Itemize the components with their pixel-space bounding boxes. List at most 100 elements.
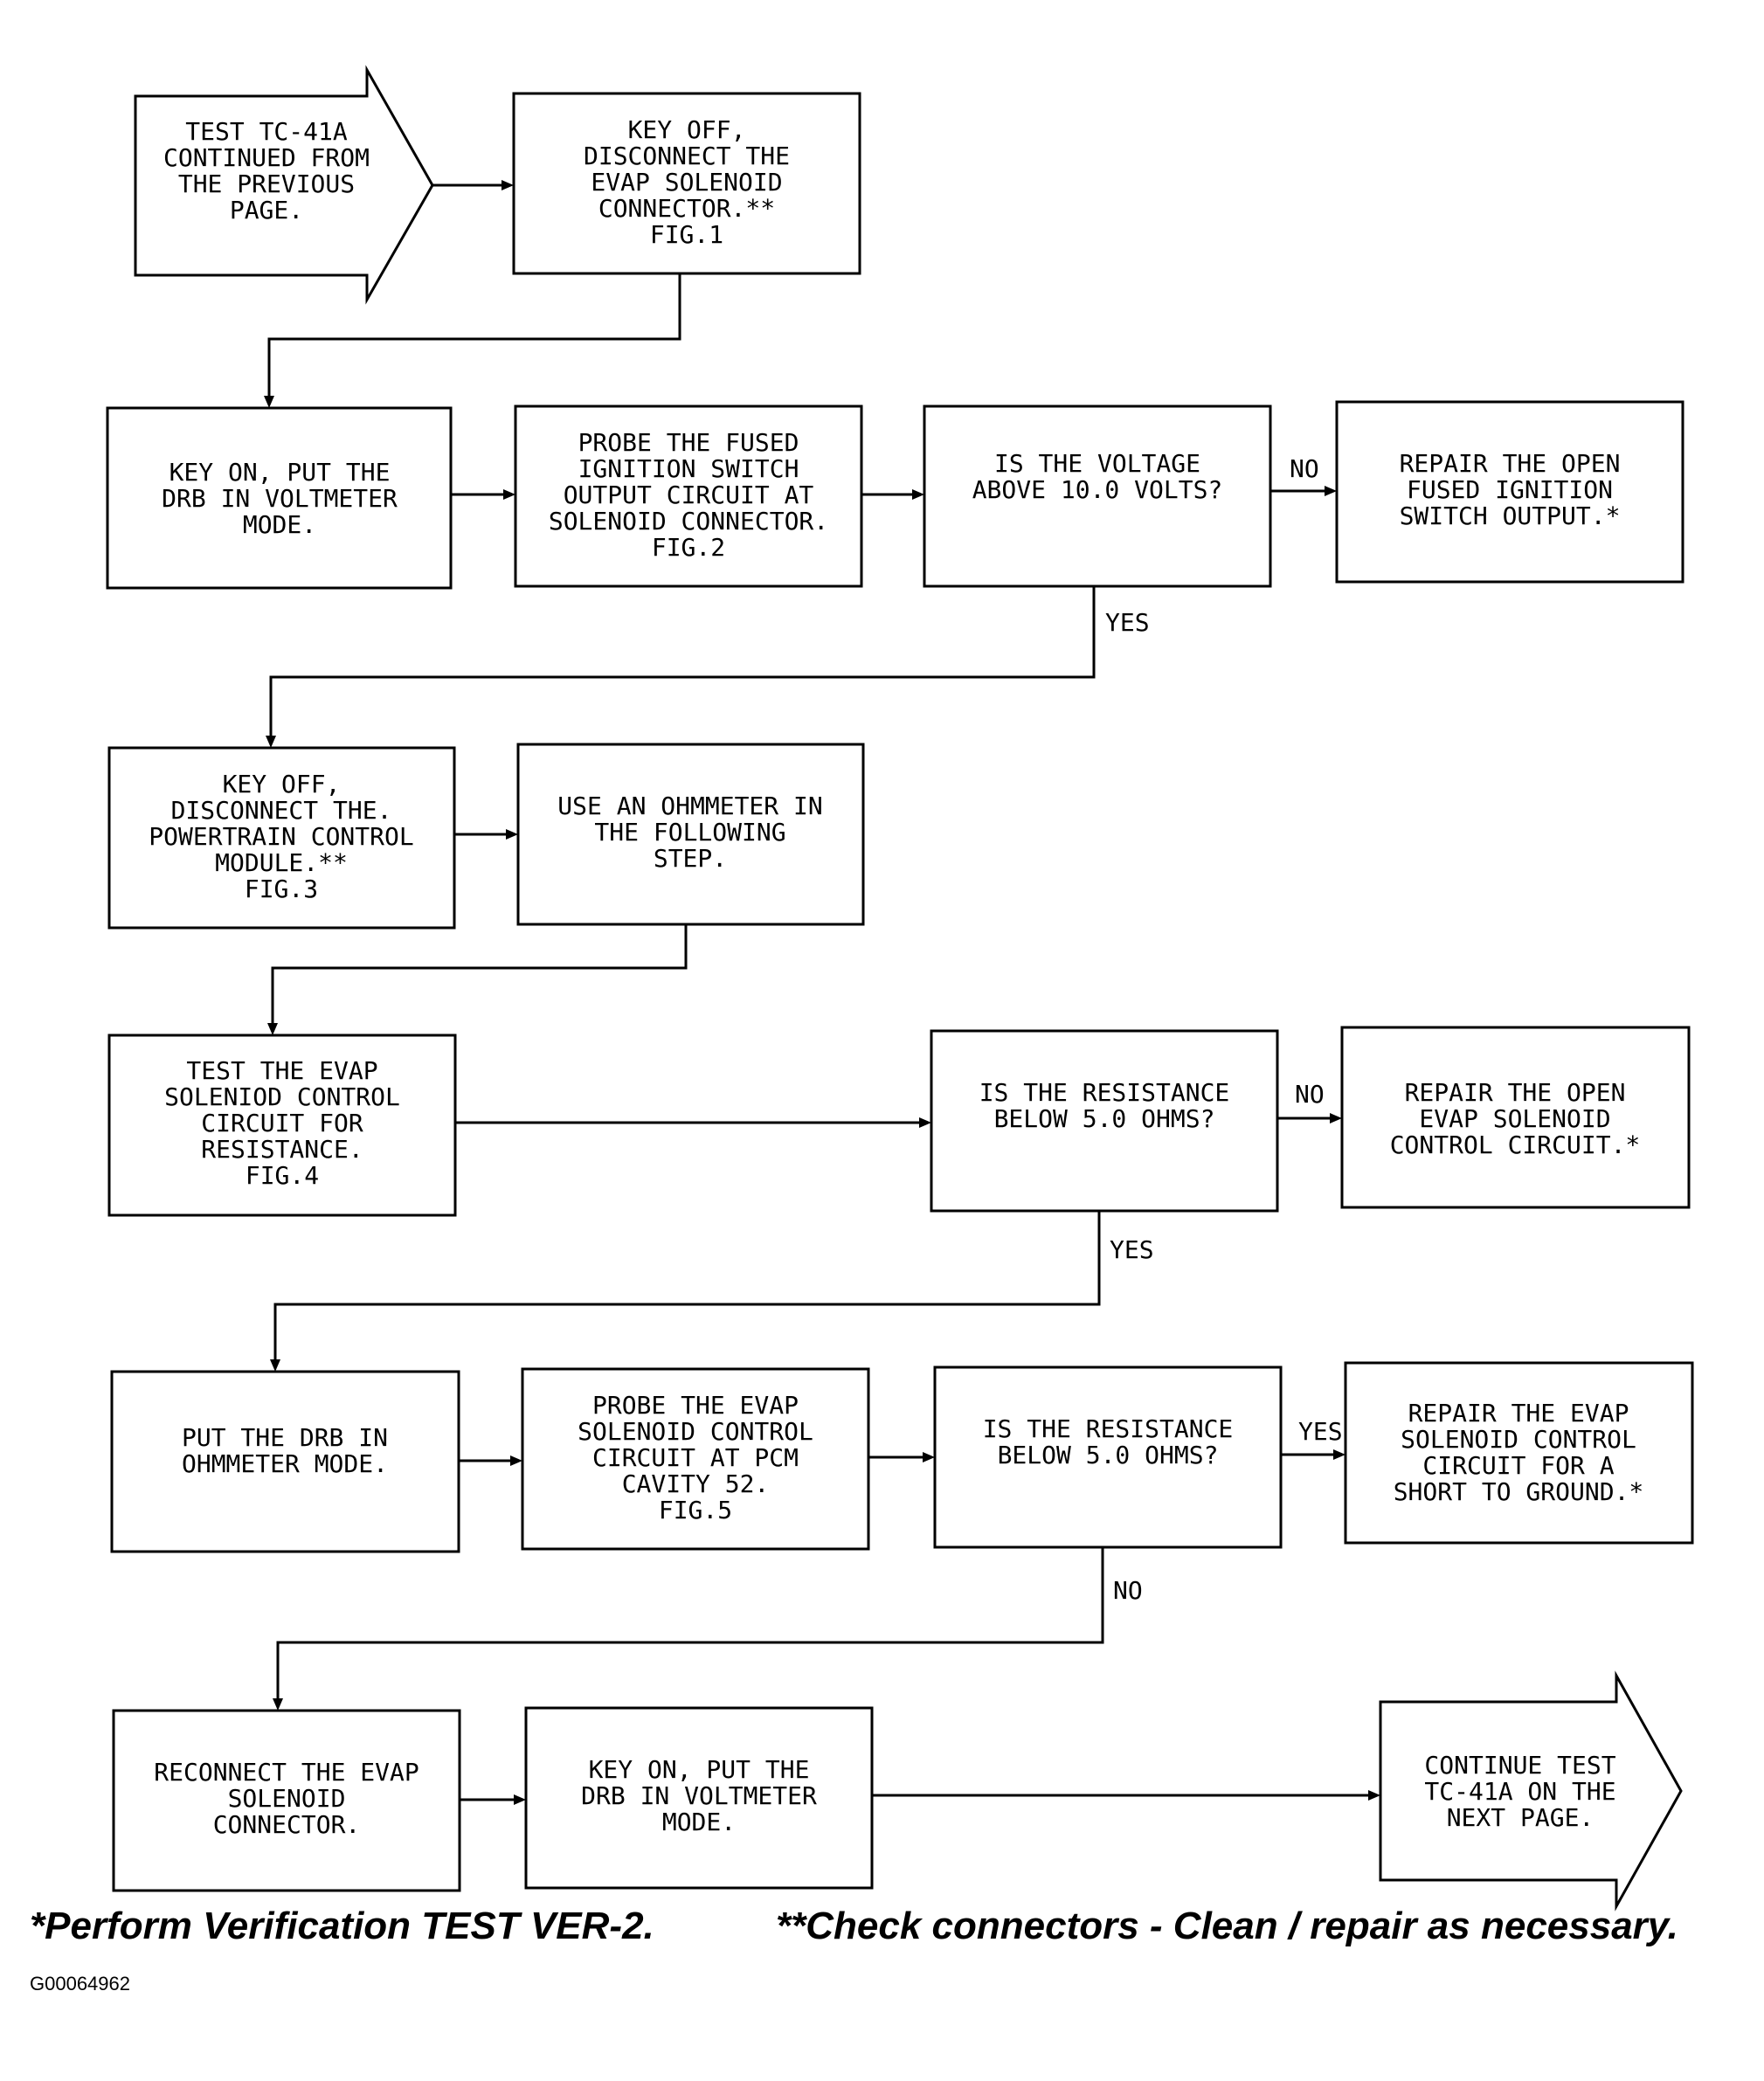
key-off-disconnect-evap-box (512, 92, 861, 275)
key-off-disconnect-pcm-box (107, 746, 456, 930)
node-text-line: CONTINUED FROM (163, 143, 370, 172)
arrowhead (1368, 1790, 1380, 1801)
node-text-line: PROBE THE FUSED (578, 428, 799, 457)
node-text-line: PAGE. (230, 196, 303, 225)
connector-voltage-yes (269, 586, 1096, 738)
node-text-line: BELOW 5.0 OHMS? (994, 1104, 1215, 1133)
node-text-line: FIG.5 (659, 1496, 732, 1524)
node-text-line: DISCONNECT THE (584, 142, 790, 170)
node-text-line: IS THE RESISTANCE (979, 1078, 1230, 1107)
connector-key-off-to-key-on (267, 273, 681, 398)
node-text-line: CIRCUIT AT PCM (592, 1443, 799, 1472)
probe-pcm-cavity-box (521, 1367, 870, 1551)
arrowhead (510, 1455, 522, 1466)
node-text-line: IGNITION SWITCH (578, 454, 799, 483)
arrowhead (919, 1117, 931, 1128)
arrowhead (912, 489, 924, 500)
node-text-line: PROBE THE EVAP (592, 1391, 799, 1420)
node-text-line: FIG.1 (650, 220, 723, 249)
arrowhead (1325, 486, 1337, 496)
repair-open-control-box (1340, 1026, 1691, 1209)
node-text-line: DISCONNECT THE. (171, 796, 392, 825)
node-text-line: MODULE.** (215, 848, 348, 877)
node-text-line: THE PREVIOUS (178, 169, 355, 198)
node-text-line: FIG.2 (652, 533, 725, 562)
node-text-line: EVAP SOLENOID (1419, 1104, 1610, 1133)
node-text-line: REPAIR THE OPEN (1400, 449, 1621, 478)
node-text-line: KEY ON, PUT THE (169, 458, 391, 487)
edge-label-resistance2-yes: YES (1298, 1417, 1343, 1446)
node-text-line: OHMMETER MODE. (182, 1449, 388, 1478)
node-text-line: SOLENIOD CONTROL (164, 1082, 400, 1111)
node-text-line: CONTROL CIRCUIT.* (1390, 1130, 1641, 1159)
node-text-line: CONTINUE TEST (1424, 1751, 1615, 1780)
key-on-voltmeter-box-2 (524, 1706, 874, 1890)
node-text-line: SWITCH OUTPUT.* (1400, 501, 1621, 530)
node-text-line: SHORT TO GROUND.* (1394, 1477, 1644, 1506)
node-text-line: RECONNECT THE EVAP (154, 1758, 419, 1787)
node-text-line: FIG.3 (245, 875, 318, 903)
arrowhead (502, 180, 514, 190)
node-text-line: REPAIR THE OPEN (1405, 1078, 1626, 1107)
node-text-line: REPAIR THE EVAP (1408, 1399, 1629, 1428)
node-text-line: SOLENOID CONTROL (1401, 1425, 1636, 1454)
node-text-line: PUT THE DRB IN (182, 1423, 388, 1452)
arrowhead (267, 1023, 278, 1035)
node-text-line: MODE. (662, 1808, 736, 1836)
node-text-line: CONNECTOR. (213, 1810, 361, 1839)
node-text-line: CONNECTOR.** (598, 194, 775, 223)
arrowhead (514, 1794, 526, 1805)
repair-short-ground-box (1344, 1361, 1694, 1545)
resistance-decision-box-2 (933, 1365, 1283, 1549)
node-text-line: KEY ON, PUT THE (589, 1755, 810, 1784)
edge-label-voltage-no: NO (1290, 454, 1319, 483)
key-on-voltmeter-box-1 (106, 406, 453, 590)
edge-label-resistance1-no: NO (1295, 1080, 1325, 1109)
node-text-line: ABOVE 10.0 VOLTS? (972, 475, 1223, 504)
connectors (264, 180, 1380, 1805)
node-text-line: KEY OFF, (223, 770, 341, 799)
node-text-line: NEXT PAGE. (1447, 1803, 1595, 1832)
arrowhead (1333, 1449, 1345, 1460)
node-text-line: THE FOLLOWING (594, 818, 785, 847)
arrowhead (270, 1359, 280, 1372)
arrowhead (1330, 1113, 1342, 1123)
arrowhead (923, 1452, 935, 1462)
node-text-line: FIG.4 (246, 1161, 319, 1190)
voltage-decision-box (923, 404, 1272, 588)
node-text-line: POWERTRAIN CONTROL (149, 822, 413, 851)
reconnect-evap-box (112, 1709, 461, 1892)
node-text-line: IS THE RESISTANCE (983, 1414, 1234, 1443)
node-text-line: TEST TC-41A (185, 117, 348, 146)
node-text-line: FUSED IGNITION (1407, 475, 1613, 504)
key-off-disconnect-pcm-text: KEY OFF,DISCONNECT THE.POWERTRAIN CONTRO… (149, 770, 413, 903)
edge-label-resistance2-no: NO (1113, 1576, 1143, 1605)
arrowhead (266, 736, 276, 748)
image-code: G00064962 (30, 1973, 130, 1995)
node-text-line: SOLENOID CONNECTOR. (549, 507, 828, 536)
verification-footnote: *Perform Verification TEST VER-2. (30, 1905, 654, 1947)
node-text-line: USE AN OHMMETER IN (557, 792, 822, 820)
node-text-line: TEST THE EVAP (186, 1056, 377, 1085)
node-text-line: IS THE VOLTAGE (994, 449, 1200, 478)
probe-fused-ignition-box (514, 404, 863, 588)
continue-next-arrow-shape (1379, 1670, 1683, 1912)
node-text-line: BELOW 5.0 OHMS? (998, 1441, 1219, 1469)
repair-fused-ignition-box (1335, 400, 1684, 584)
edge-label-voltage-yes: YES (1105, 608, 1150, 637)
node-text-line: KEY OFF, (628, 115, 746, 144)
edge-label-resistance1-yes: YES (1110, 1235, 1154, 1264)
arrowhead (506, 829, 518, 840)
